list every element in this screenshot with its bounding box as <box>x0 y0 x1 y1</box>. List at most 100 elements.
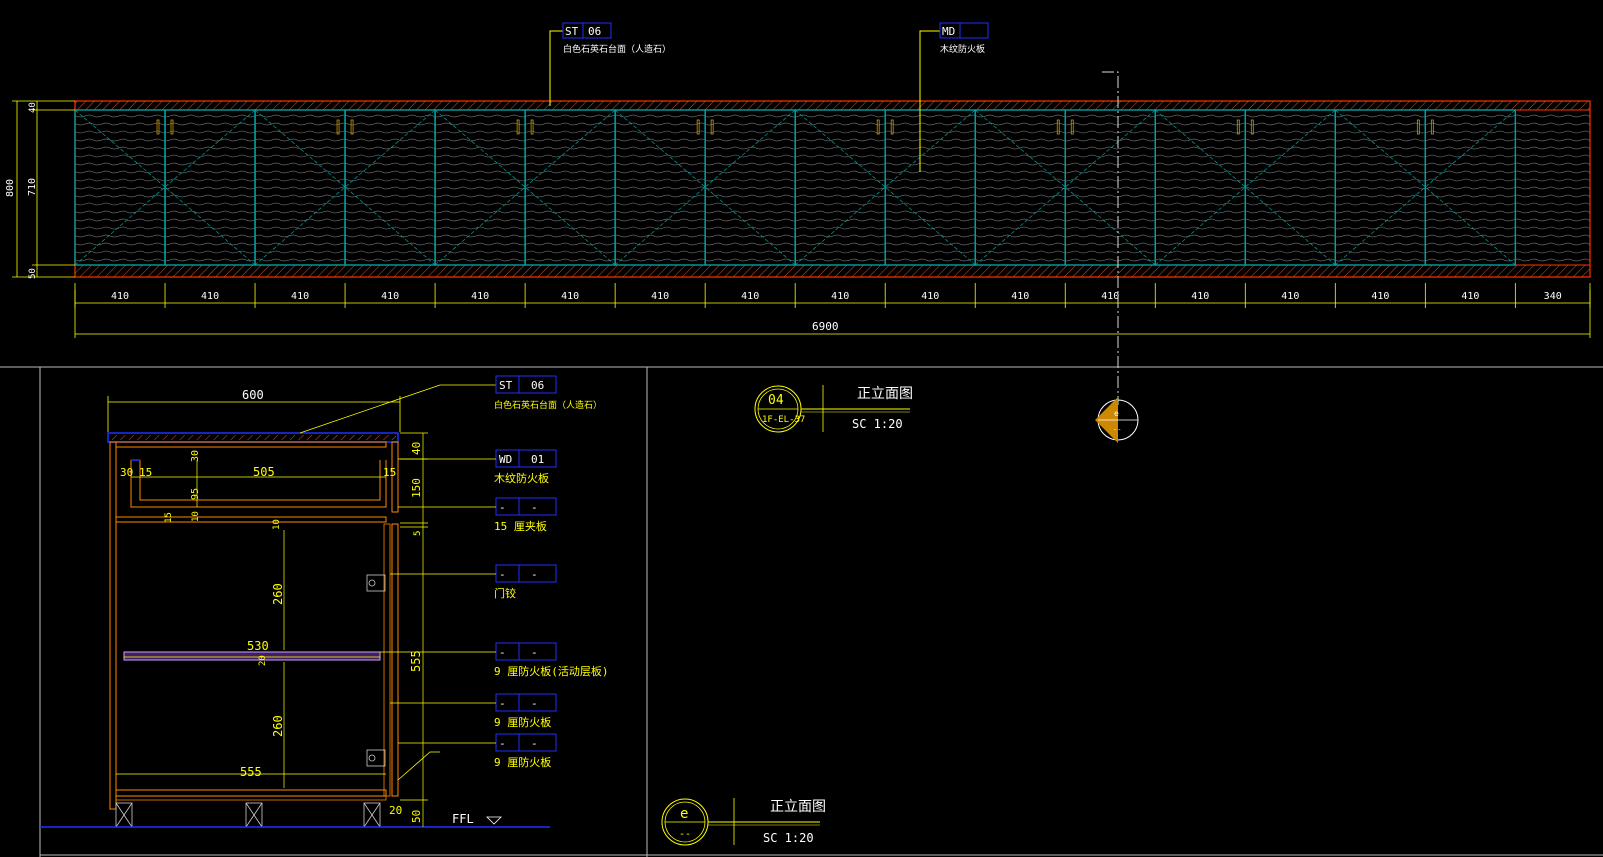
dim-module-width: 410 <box>561 291 579 302</box>
dim-bottom-height: 50 <box>28 268 38 279</box>
door-panels <box>74 109 1517 266</box>
dim-555h: 555 <box>240 765 262 779</box>
dim-15a: 15 <box>139 466 152 479</box>
callout-label: 15 厘夹板 <box>494 519 547 533</box>
dim-10a: 10 <box>191 511 201 522</box>
section-marker: e -- <box>1095 397 1139 443</box>
toe-kick-band <box>74 264 1591 278</box>
dim-r150: 150 <box>410 478 423 498</box>
tag-countertop: ST 06 白色石英石台面（人造石） <box>562 22 671 55</box>
dim-10b: 10 <box>272 519 282 530</box>
callout-code: - <box>499 697 506 710</box>
countertop-band <box>74 100 1591 111</box>
title2-ref: -- <box>679 829 691 840</box>
callout-tag: - - 9 厘防火板 <box>398 733 557 769</box>
dim-module-width: 340 <box>1544 291 1562 302</box>
elevation-vertical-dims <box>12 100 75 278</box>
handle-icon <box>170 119 174 135</box>
dim-total-height: 800 <box>5 179 16 197</box>
handle-icon <box>876 119 880 135</box>
dim-module-width: 410 <box>1461 291 1479 302</box>
dim-module-width: 410 <box>1101 291 1119 302</box>
cabinet-section: 600 FFL <box>40 375 609 828</box>
front-elevation: ST 06 白色石英石台面（人造石） MD 木纹防火板 800 40 710 5… <box>5 22 1591 405</box>
title2-scale: SC 1:20 <box>763 831 814 845</box>
sheet-frame <box>0 366 1603 857</box>
callout-label: 9 厘防火板 <box>494 755 551 769</box>
handle-icon <box>710 119 714 135</box>
dim-r40: 40 <box>410 442 423 455</box>
tag-label: 木纹防火板 <box>940 43 985 55</box>
dim-module-width: 410 <box>1371 291 1389 302</box>
dim-module-width: 410 <box>921 291 939 302</box>
title2-name: 正立面图 <box>770 799 826 815</box>
handle-icon <box>1056 119 1060 135</box>
handle-icon <box>1236 119 1240 135</box>
dim-505: 505 <box>253 465 275 479</box>
section-cut-line <box>1102 71 1119 405</box>
title-name: 正立面图 <box>857 386 913 402</box>
door-panel <box>1424 109 1517 266</box>
door-grain <box>75 110 1590 265</box>
callout-code: ST <box>499 379 513 392</box>
tag-num: 06 <box>588 25 601 38</box>
dim-module-width: 410 <box>111 291 129 302</box>
dim-module-width: 410 <box>741 291 759 302</box>
callout-tag: --9 厘防火板(活动层板) <box>380 642 609 678</box>
callout-num: - <box>531 646 538 659</box>
dim-260b: 260 <box>271 715 285 737</box>
handle-icon <box>696 119 700 135</box>
callout-code: - <box>499 501 506 514</box>
callout-label: 木纹防火板 <box>494 471 549 485</box>
handle-icon <box>890 119 894 135</box>
callout-tag: --9 厘防火板 <box>390 693 557 729</box>
dim-module-width: 410 <box>291 291 309 302</box>
callout-code: - <box>499 737 506 750</box>
dim-module-width: 410 <box>831 291 849 302</box>
dim-r555: 555 <box>409 650 423 672</box>
dim-30b: 30 <box>190 450 201 462</box>
dim-module-width: 410 <box>381 291 399 302</box>
title-scale: SC 1:20 <box>852 417 903 431</box>
total-dim-line <box>74 290 1591 338</box>
dim-module-width: 410 <box>1011 291 1029 302</box>
section-letter: e <box>1114 409 1119 418</box>
callout-num: - <box>531 737 538 750</box>
dim-module-width: 410 <box>1191 291 1209 302</box>
tag-label: 白色石英石台面（人造石） <box>563 43 671 55</box>
dim-door-height: 710 <box>27 178 38 196</box>
dim-30a: 30 <box>120 466 133 479</box>
callout-code: - <box>499 568 506 581</box>
dim-530: 530 <box>247 639 269 653</box>
title-block-front-elevation: 04 1F-EL-37 正立面图 SC 1:20 <box>754 385 913 433</box>
handle-icon <box>156 119 160 135</box>
title-block-section: e -- 正立面图 SC 1:20 <box>661 798 826 846</box>
dim-260a: 260 <box>271 583 285 605</box>
callout-num: - <box>531 568 538 581</box>
hinge-icon <box>366 574 386 767</box>
handle-icon <box>1416 119 1420 135</box>
leader-top-1 <box>549 30 563 106</box>
handle-icon <box>530 119 534 135</box>
adjustable-shelf <box>123 651 381 661</box>
dim-module-width: 410 <box>201 291 219 302</box>
leader-top-2 <box>919 30 940 172</box>
callout-label: 门铰 <box>494 586 516 600</box>
dim-r5: 5 <box>413 531 423 536</box>
section-letter-2: e <box>680 806 688 822</box>
left-side-panel <box>109 441 117 810</box>
drawer-front <box>391 441 399 513</box>
dim-top-height: 40 <box>28 102 38 113</box>
drawer-box <box>130 460 387 508</box>
callout-label: 白色石英石台面（人造石） <box>494 399 602 411</box>
dim-15c: 15 <box>164 512 174 523</box>
tag-code: MD <box>942 25 955 38</box>
callout-num: - <box>531 697 538 710</box>
dim-95: 95 <box>190 488 201 500</box>
cabinet-feet <box>115 802 381 828</box>
handle-icon <box>1070 119 1074 135</box>
